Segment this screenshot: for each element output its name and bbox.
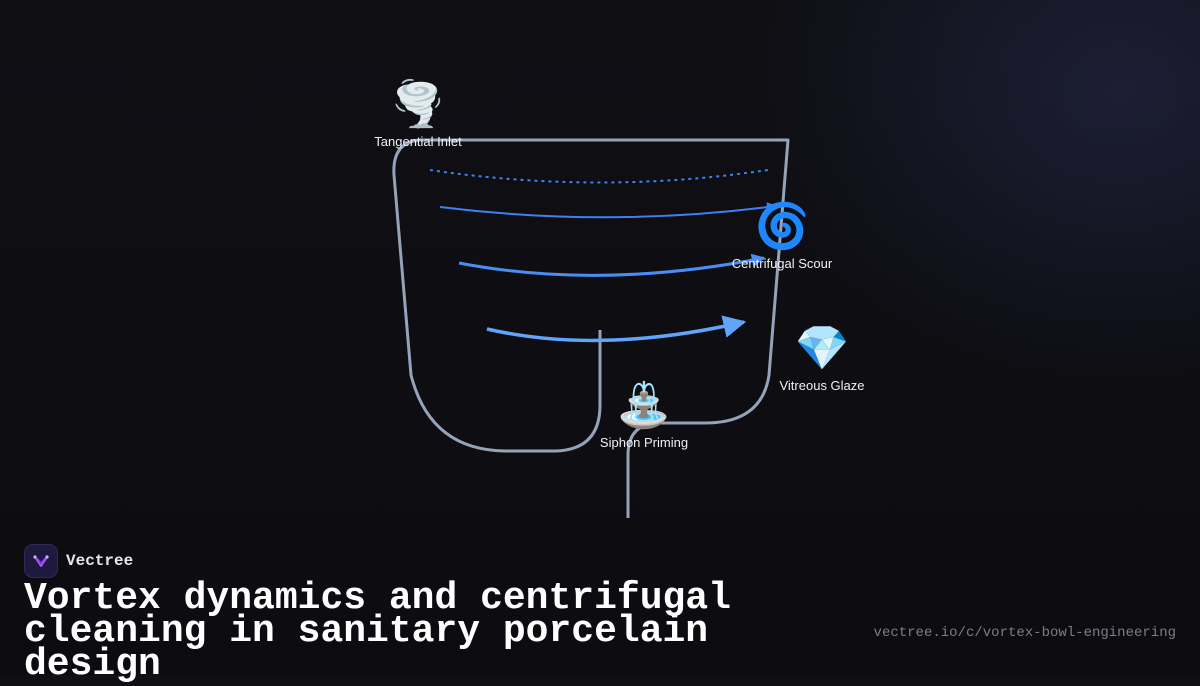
- bowl-outline: [420, 138, 790, 518]
- vectree-logo-icon: [24, 544, 58, 578]
- source-url: vectree.io/c/vortex-bowl-engineering: [873, 625, 1176, 641]
- cyclone-icon: 🌀: [754, 202, 810, 251]
- tornado-icon: 🌪️: [390, 80, 446, 129]
- water-surface-dotted: [429, 169, 769, 184]
- page-title: Vortex dynamics and centrifugal cleaning…: [24, 577, 731, 686]
- brand: Vectree: [24, 544, 133, 578]
- node-tangential-inlet: 🌪️ Tangential Inlet: [374, 80, 461, 149]
- node-siphon-priming: ⛲ Siphon Priming: [600, 381, 688, 450]
- brand-name: Vectree: [66, 552, 134, 570]
- node-label: Siphon Priming: [599, 435, 689, 450]
- node-vitreous-glaze: 💎 Vitreous Glaze: [779, 324, 864, 393]
- node-label: Vitreous Glaze: [779, 378, 865, 393]
- flow-line-1: [439, 202, 777, 219]
- node-label: Tangential Inlet: [374, 134, 462, 149]
- flow-line-3: [486, 315, 747, 343]
- gem-icon: 💎: [794, 324, 850, 373]
- bowl-outline-left: [392, 138, 602, 453]
- flow-line-2: [458, 253, 766, 277]
- node-label: Centrifugal Scour: [731, 256, 833, 271]
- fountain-icon: ⛲: [616, 381, 672, 430]
- node-centrifugal-scour: 🌀 Centrifugal Scour: [732, 202, 832, 271]
